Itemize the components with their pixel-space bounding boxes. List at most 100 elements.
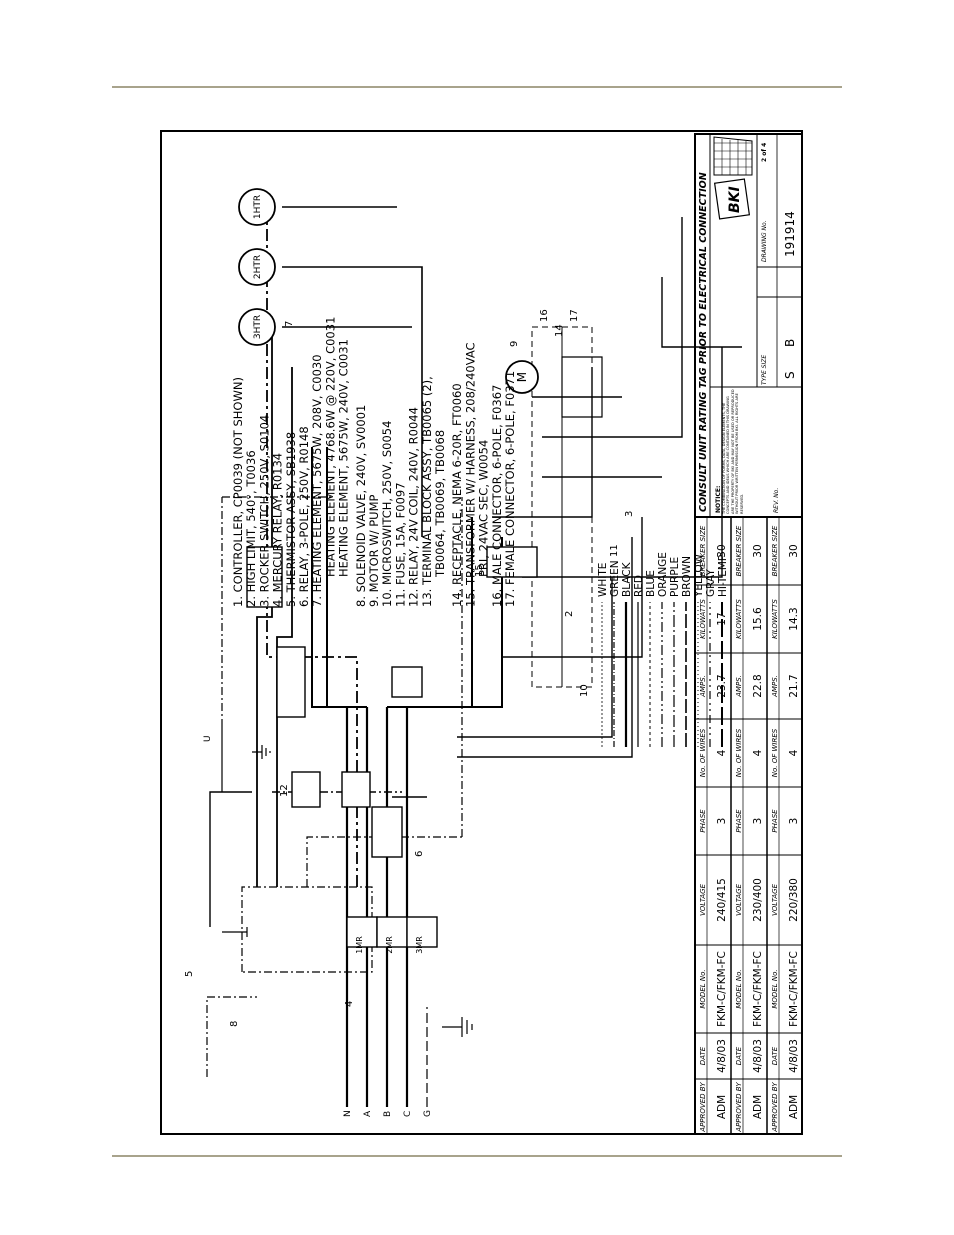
table-cell: 30 (716, 544, 728, 557)
callout-14: 14 (554, 324, 565, 337)
legend-item: 16. MALE CONNECTOR, 6-POLE, F0367 (490, 385, 504, 607)
table-cell: 220/380 (788, 878, 800, 922)
legend-item: 4. MERCURY RELAY, R0134 (271, 453, 285, 607)
spec-table-headers: APPROVED BY DATE MODEL No. VOLTAGE PHASE… (699, 525, 779, 1133)
callout-10: 10 (579, 684, 590, 697)
table-header: KILOWATTS (771, 599, 779, 639)
heater-label-2htr: 2HTR (253, 255, 263, 279)
rev-label: REV. No. (773, 488, 780, 513)
legend-item: 5. THERMISTOR ASSY, SB1938 (284, 432, 298, 607)
table-cell: 4/8/03 (716, 1039, 728, 1073)
wire-color-label: GREEN (609, 560, 621, 597)
drawing-number: 191914 (783, 211, 797, 257)
sheet-number: 2 of 4 (761, 143, 768, 162)
table-header: No. OF WIRES (699, 728, 707, 777)
legend-item: 3. ROCKER SWITCH, 250V, S0104 (257, 415, 271, 607)
table-cell: ADM (788, 1095, 800, 1119)
table-cell: 4/8/03 (788, 1039, 800, 1073)
table-cell: 23.7 (716, 674, 728, 697)
spec-table-rows: ADM 4/8/03 FKM-C/FKM-FC 240/415 3 4 23.7… (716, 544, 800, 1119)
table-header: BREAKER SIZE (771, 525, 779, 576)
legend-item: TB0064, TB0069, TB0068 (433, 430, 447, 578)
wire-color-label: BLACK (621, 561, 633, 597)
table-cell: 21.7 (788, 674, 800, 697)
table-header: No. OF WIRES (771, 728, 779, 777)
legend-item: 12. RELAY, 24V COIL, 240V, R0044 (407, 407, 421, 607)
table-cell: 30 (788, 544, 800, 557)
phase-b: B (383, 1111, 393, 1117)
title-block-grid (694, 133, 801, 518)
wire-color-key (601, 602, 723, 747)
callouts: 2 3 4 5 6 7 8 9 10 11 12 14 15 16 17 (184, 309, 635, 1027)
notice-text-wrap: THE COMBINATION OF FORMS, DATA, DESIGN E… (722, 389, 744, 514)
motor-label: M (515, 372, 529, 382)
heater-label-1htr: 1HTR (253, 195, 263, 219)
table-header: VOLTAGE (699, 883, 707, 916)
table-cell: ADM (752, 1095, 764, 1119)
callout-7: 7 (284, 321, 295, 327)
callout-17: 17 (569, 309, 580, 322)
logo-text: BKI (727, 186, 743, 213)
callout-2: 2 (564, 611, 575, 617)
table-cell: 4 (788, 749, 800, 756)
table-header: BREAKER SIZE (735, 525, 743, 576)
table-header: PHASE (699, 809, 707, 833)
callout-8: 8 (229, 1021, 240, 1027)
legend-item: HEATING ELEMENT, 5675W, 240V, C0031 (337, 339, 351, 577)
phase-a: A (363, 1110, 373, 1117)
legend-item: HEATING ELEMENT, 4768.6W @ 220V, C0031 (323, 317, 337, 577)
notice-title: NOTICE: (715, 486, 722, 513)
legend-item: 1. CONTROLLER, CP0039 (NOT SHOWN) (231, 377, 245, 607)
table-header: APPROVED BY (699, 1082, 707, 1133)
table-header: DATE (771, 1046, 779, 1065)
table-cell: 3 (788, 818, 800, 825)
table-cell: 15.6 (752, 607, 764, 631)
callout-12: 12 (279, 784, 290, 797)
schematic-svg: 3HTR 2HTR 1HTR M 1MR 2MR 3MR N A B C G U… (184, 133, 801, 1133)
table-cell: 240/415 (716, 878, 728, 922)
drawing-size: B (783, 339, 797, 347)
heaters (238, 188, 539, 394)
phase-n: N (343, 1110, 353, 1117)
table-header: APPROVED BY (771, 1082, 779, 1133)
table-header: AMPS. (699, 675, 707, 698)
table-header: VOLTAGE (771, 883, 779, 916)
legend-item: 2. HIGH LIMIT, 540°, T0036 (244, 450, 258, 607)
table-header: PHASE (735, 809, 743, 833)
type-size-label: TYPE SIZE (761, 355, 768, 385)
legend-item: PRI, 24VAC SEC, W0054 (477, 440, 491, 577)
legend-item: 13. TERMINAL BLOCK ASSY, TB0065 (2), (420, 376, 434, 607)
legend-item: 11. FUSE, 15A, F0097 (393, 482, 407, 607)
relay-label-3mr: 3MR (415, 936, 424, 954)
consult-tag-warning: CONSULT UNIT RATING TAG PRIOR TO ELECTRI… (698, 172, 709, 512)
table-header: PHASE (771, 809, 779, 833)
table-cell: 3 (752, 818, 764, 825)
legend-item: 9. MOTOR W/ PUMP (367, 495, 381, 607)
relay-label-1mr: 1MR (355, 936, 364, 954)
legend-item: 17. FEMALE CONNECTOR, 6-POLE, F0371 (503, 371, 517, 607)
table-cell: 22.8 (752, 674, 764, 697)
table-header: AMPS. (735, 675, 743, 698)
table-cell: 4 (716, 749, 728, 756)
table-cell: 3 (716, 818, 728, 825)
relay-components (246, 546, 538, 948)
rotated-drawing: 3HTR 2HTR 1HTR M 1MR 2MR 3MR N A B C G U… (162, 132, 801, 1133)
callout-15: 15 (474, 564, 485, 577)
table-cell: 30 (752, 544, 764, 557)
table-cell: 4 (752, 749, 764, 756)
drawing-type: S (783, 371, 797, 379)
wire-color-label: ORANGE (657, 552, 669, 597)
table-cell: 4/8/03 (752, 1039, 764, 1073)
table-cell: FKM-C/FKM-FC (752, 951, 764, 1027)
header-rule (112, 86, 842, 88)
heater-labels: 3HTR 2HTR 1HTR M 1MR 2MR 3MR (253, 195, 529, 954)
wire-color-labels: WHITE GREEN BLACK RED BLUE ORANGE PURPLE… (597, 552, 729, 598)
phase-c: C (403, 1111, 413, 1117)
table-header: KILOWATTS (735, 599, 743, 639)
table-cell: ADM (716, 1095, 728, 1119)
callout-11: 11 (609, 544, 620, 557)
table-header: MODEL No. (735, 969, 743, 1008)
table-header: MODEL No. (771, 969, 779, 1008)
component-legend: 1. CONTROLLER, CP0039 (NOT SHOWN) 2. HIG… (231, 317, 517, 607)
wire-color-label: RED (633, 575, 645, 597)
